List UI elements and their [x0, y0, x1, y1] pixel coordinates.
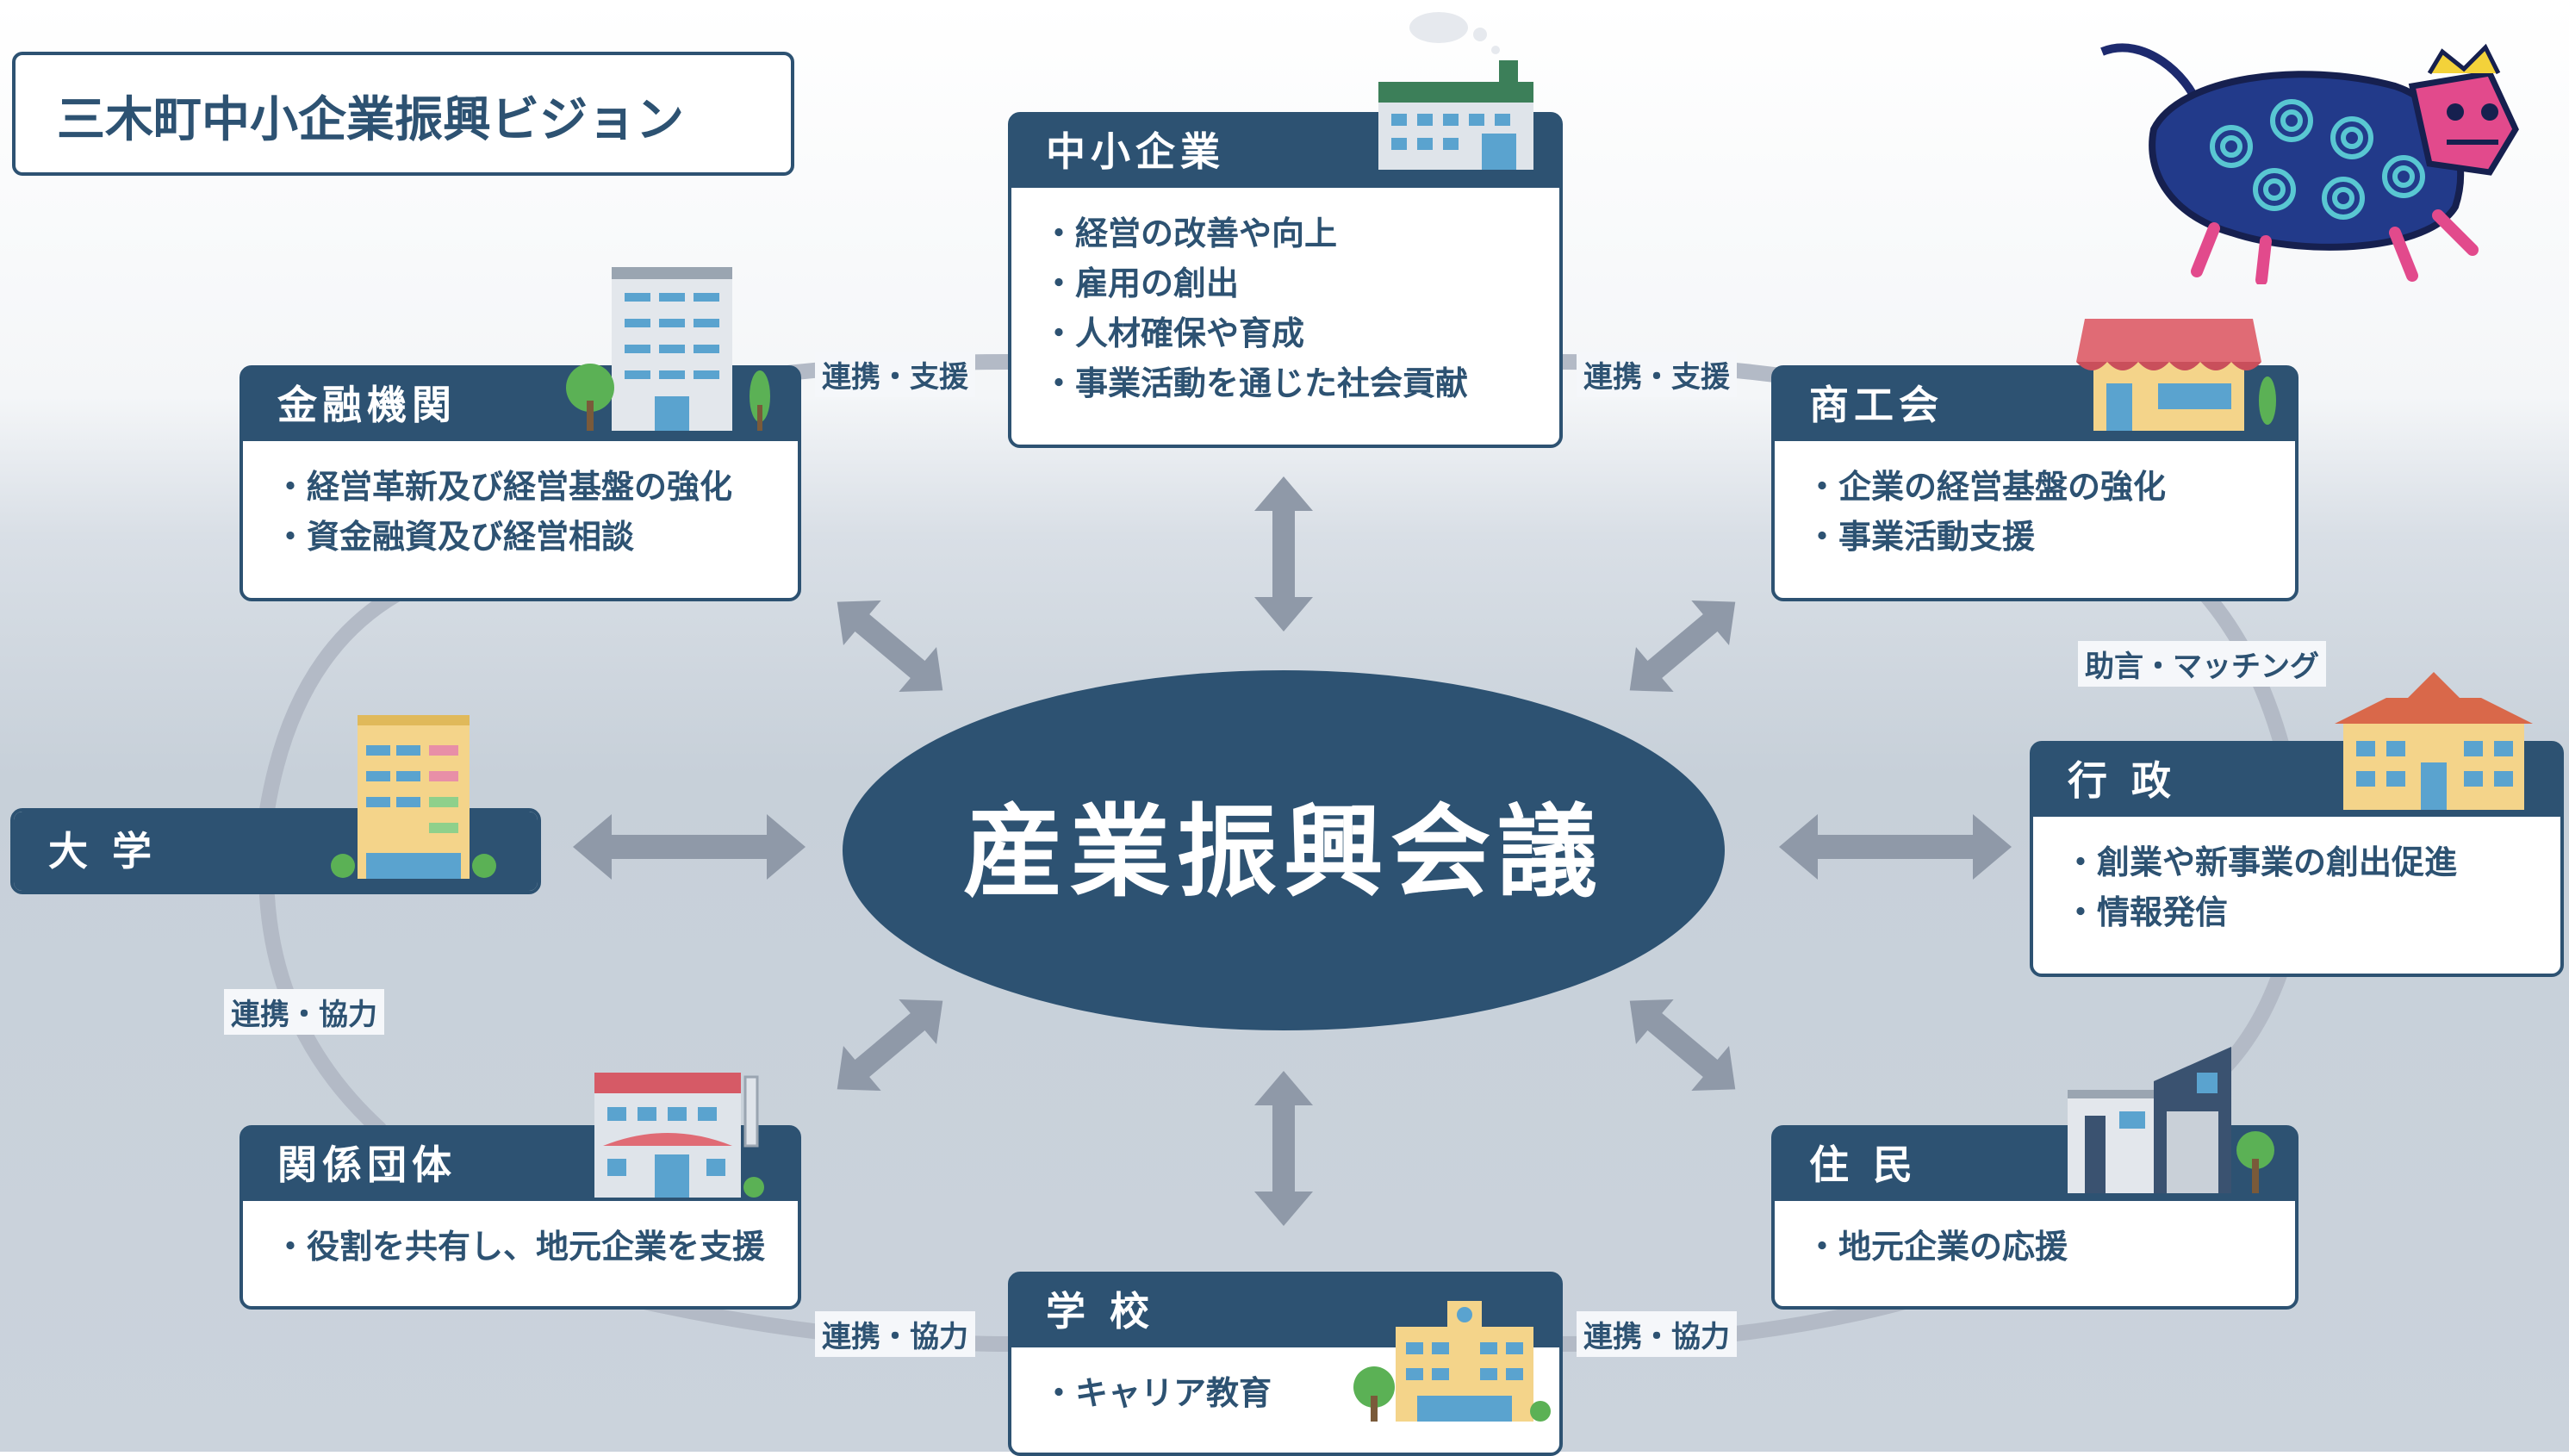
- vision-title-box: 三木町中小企業振興ビジョン: [12, 52, 794, 176]
- card-gov-line: ・創業や新事業の創出促進: [2064, 843, 2458, 881]
- link-label-school-residents: 連携・協力: [1577, 1311, 1737, 1357]
- arrow-center-related: [837, 999, 943, 1092]
- card-sme-line: ・事業活動を通じた社会貢献: [1042, 364, 1469, 402]
- card-university-title: 大 学: [48, 828, 158, 874]
- card-finance-line: ・経営革新及び経営基盤の強化: [274, 468, 733, 506]
- card-school-title: 学 校: [1046, 1288, 1155, 1335]
- link-label-university-related: 連携・協力: [224, 989, 384, 1035]
- link-label-sme-commerce: 連携・支援: [1577, 352, 1737, 397]
- card-related-line: ・役割を共有し、地元企業を支援: [274, 1228, 766, 1266]
- card-sme-title: 中小企業: [1046, 128, 1225, 175]
- office-building-icon: [566, 267, 770, 431]
- shop-icon: [2076, 319, 2276, 431]
- card-residents-line: ・地元企業の応援: [1806, 1228, 2068, 1266]
- card-sme-line: ・経営の改善や向上: [1042, 215, 1338, 252]
- ring-finance-university: [259, 587, 404, 818]
- card-finance: 金融機関 ・経営革新及び経営基盤の強化 ・資金融資及び経営相談: [239, 365, 801, 601]
- link-label-finance-sme: 連携・支援: [815, 352, 975, 397]
- card-gov-line: ・情報発信: [2064, 893, 2229, 931]
- card-school-line: ・キャリア教育: [1042, 1374, 1272, 1412]
- house-icon: [2068, 1047, 2274, 1193]
- arrow-center-university: [573, 814, 806, 880]
- card-commerce-line: ・企業の経営基盤の強化: [1806, 468, 2167, 506]
- mascot-illustration: [2100, 43, 2519, 284]
- card-commerce-title: 商工会: [1809, 382, 1944, 428]
- card-residents-title: 住 民: [1809, 1142, 1919, 1188]
- arrow-center-sme: [1254, 476, 1313, 632]
- town-hall-icon: [2335, 672, 2533, 810]
- card-finance-title: 金融機関: [277, 382, 457, 428]
- card-related-title: 関係団体: [277, 1142, 457, 1188]
- arrow-center-residents: [1629, 999, 1736, 1092]
- center-council: 産業振興会議: [843, 670, 1725, 1030]
- link-label-related-school: 連携・協力: [815, 1311, 975, 1357]
- vision-title: 三木町中小企業振興ビジョン: [57, 92, 684, 148]
- card-sme-line: ・人材確保や育成: [1042, 314, 1305, 352]
- school-building-icon: [1353, 1301, 1551, 1422]
- university-building-icon: [331, 715, 496, 879]
- card-gov-title: 行 政: [2068, 757, 2177, 804]
- link-label-commerce-gov: 助言・マッチング: [2078, 641, 2326, 687]
- factory-icon: [1378, 12, 1533, 170]
- arrow-center-finance: [837, 600, 943, 693]
- arrow-center-school: [1254, 1071, 1313, 1226]
- card-sme-line: ・雇用の創出: [1042, 264, 1240, 302]
- card-finance-line: ・資金融資及び経営相談: [274, 518, 635, 556]
- arrow-center-commerce: [1629, 600, 1736, 693]
- center-council-label: 産業振興会議: [963, 794, 1604, 911]
- card-commerce-line: ・事業活動支援: [1806, 518, 2036, 556]
- organization-building-icon: [594, 1073, 764, 1198]
- arrow-center-gov: [1779, 814, 2012, 880]
